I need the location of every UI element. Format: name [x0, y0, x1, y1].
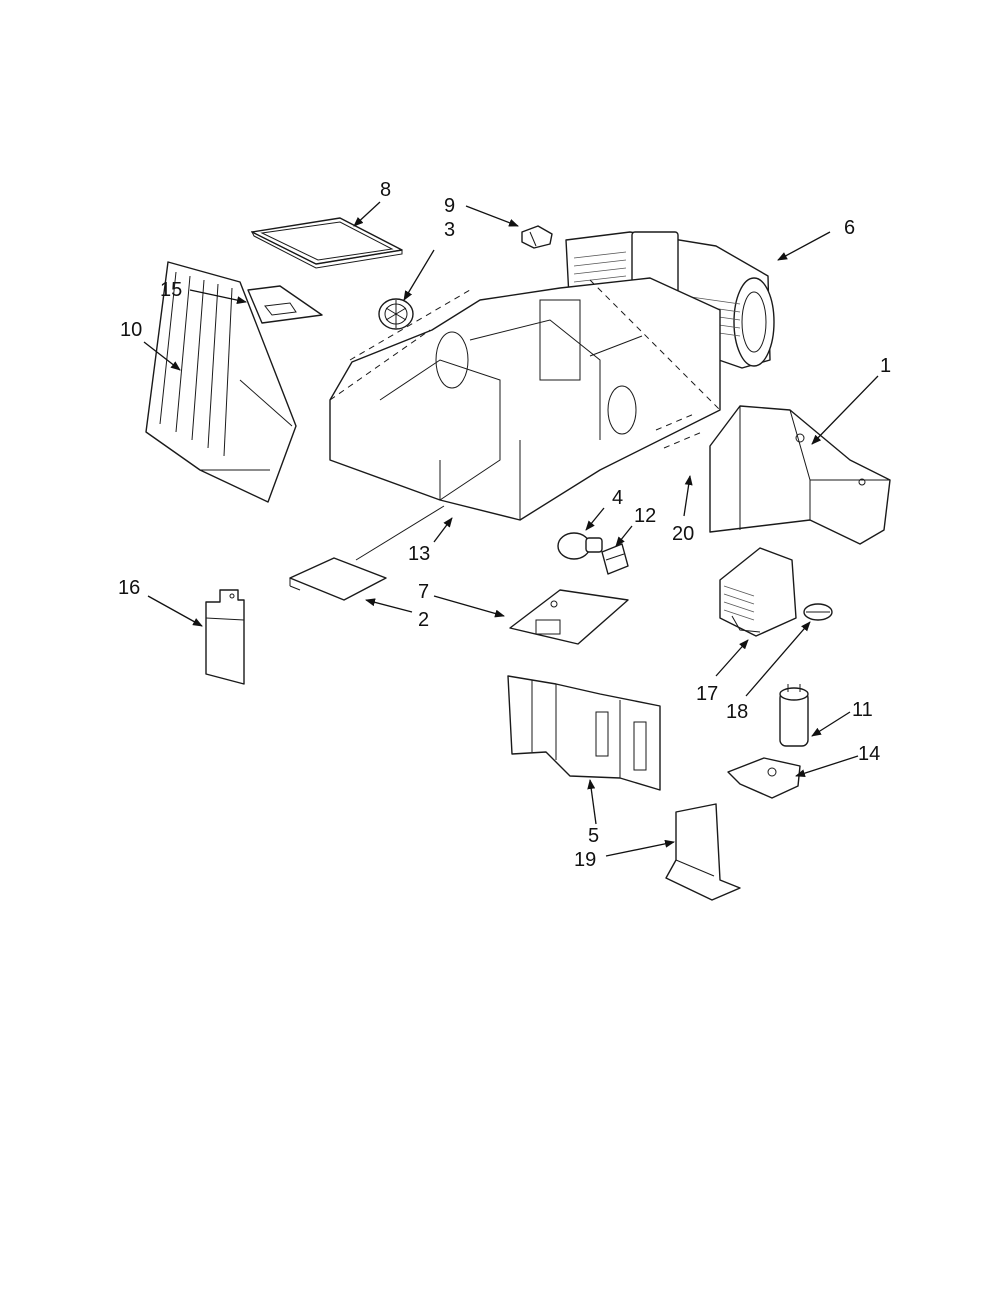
- part-1-vent-duct: [709, 405, 891, 545]
- callout-2: 2: [418, 609, 429, 631]
- callout-6: 6: [844, 217, 855, 239]
- callout-7: 7: [418, 581, 429, 603]
- part-12-socket: [601, 543, 629, 575]
- part-7-bottom-plate: [509, 589, 629, 645]
- callout-8: 8: [380, 179, 391, 201]
- callout-10: 10: [120, 319, 142, 341]
- callout-19: 19: [574, 849, 596, 871]
- part-8-filter-frame: [250, 217, 403, 269]
- part-20-strip: [655, 413, 703, 449]
- callout-15: 15: [160, 279, 182, 301]
- part-11-capacitor: [779, 684, 809, 747]
- part-18-thermal-fuse: [803, 603, 833, 621]
- part-10-duct: [145, 261, 297, 503]
- part-4-lamp: [557, 532, 603, 560]
- part-2-cover-plate: [289, 557, 387, 601]
- part-3-motor: [378, 298, 414, 330]
- callout-3: 3: [444, 219, 455, 241]
- callout-16: 16: [118, 577, 140, 599]
- callout-5: 5: [588, 825, 599, 847]
- part-17-transformer: [719, 547, 797, 637]
- part-14-capacitor-bracket: [727, 757, 801, 799]
- part-9-clip: [521, 225, 553, 249]
- callout-13: 13: [408, 543, 430, 565]
- part-13-cavity-frame: [329, 277, 721, 521]
- callout-12: 12: [634, 505, 656, 527]
- callout-4: 4: [612, 487, 623, 509]
- callout-14: 14: [858, 743, 880, 765]
- callout-1: 1: [880, 355, 891, 377]
- callout-18: 18: [726, 701, 748, 723]
- leader-lines: [143, 201, 879, 857]
- callout-9: 9: [444, 195, 455, 217]
- callout-17: 17: [696, 683, 718, 705]
- callout-11: 11: [852, 699, 873, 721]
- callout-20: 20: [672, 523, 694, 545]
- part-5-panel: [507, 675, 661, 791]
- callout-labels: 8 9 3 6 15 10 1 4 12 20 13 7 2 16 17 18 …: [118, 179, 891, 871]
- part-19-support: [665, 803, 741, 901]
- part-15-plate: [247, 285, 323, 324]
- part-16-bracket: [205, 589, 245, 685]
